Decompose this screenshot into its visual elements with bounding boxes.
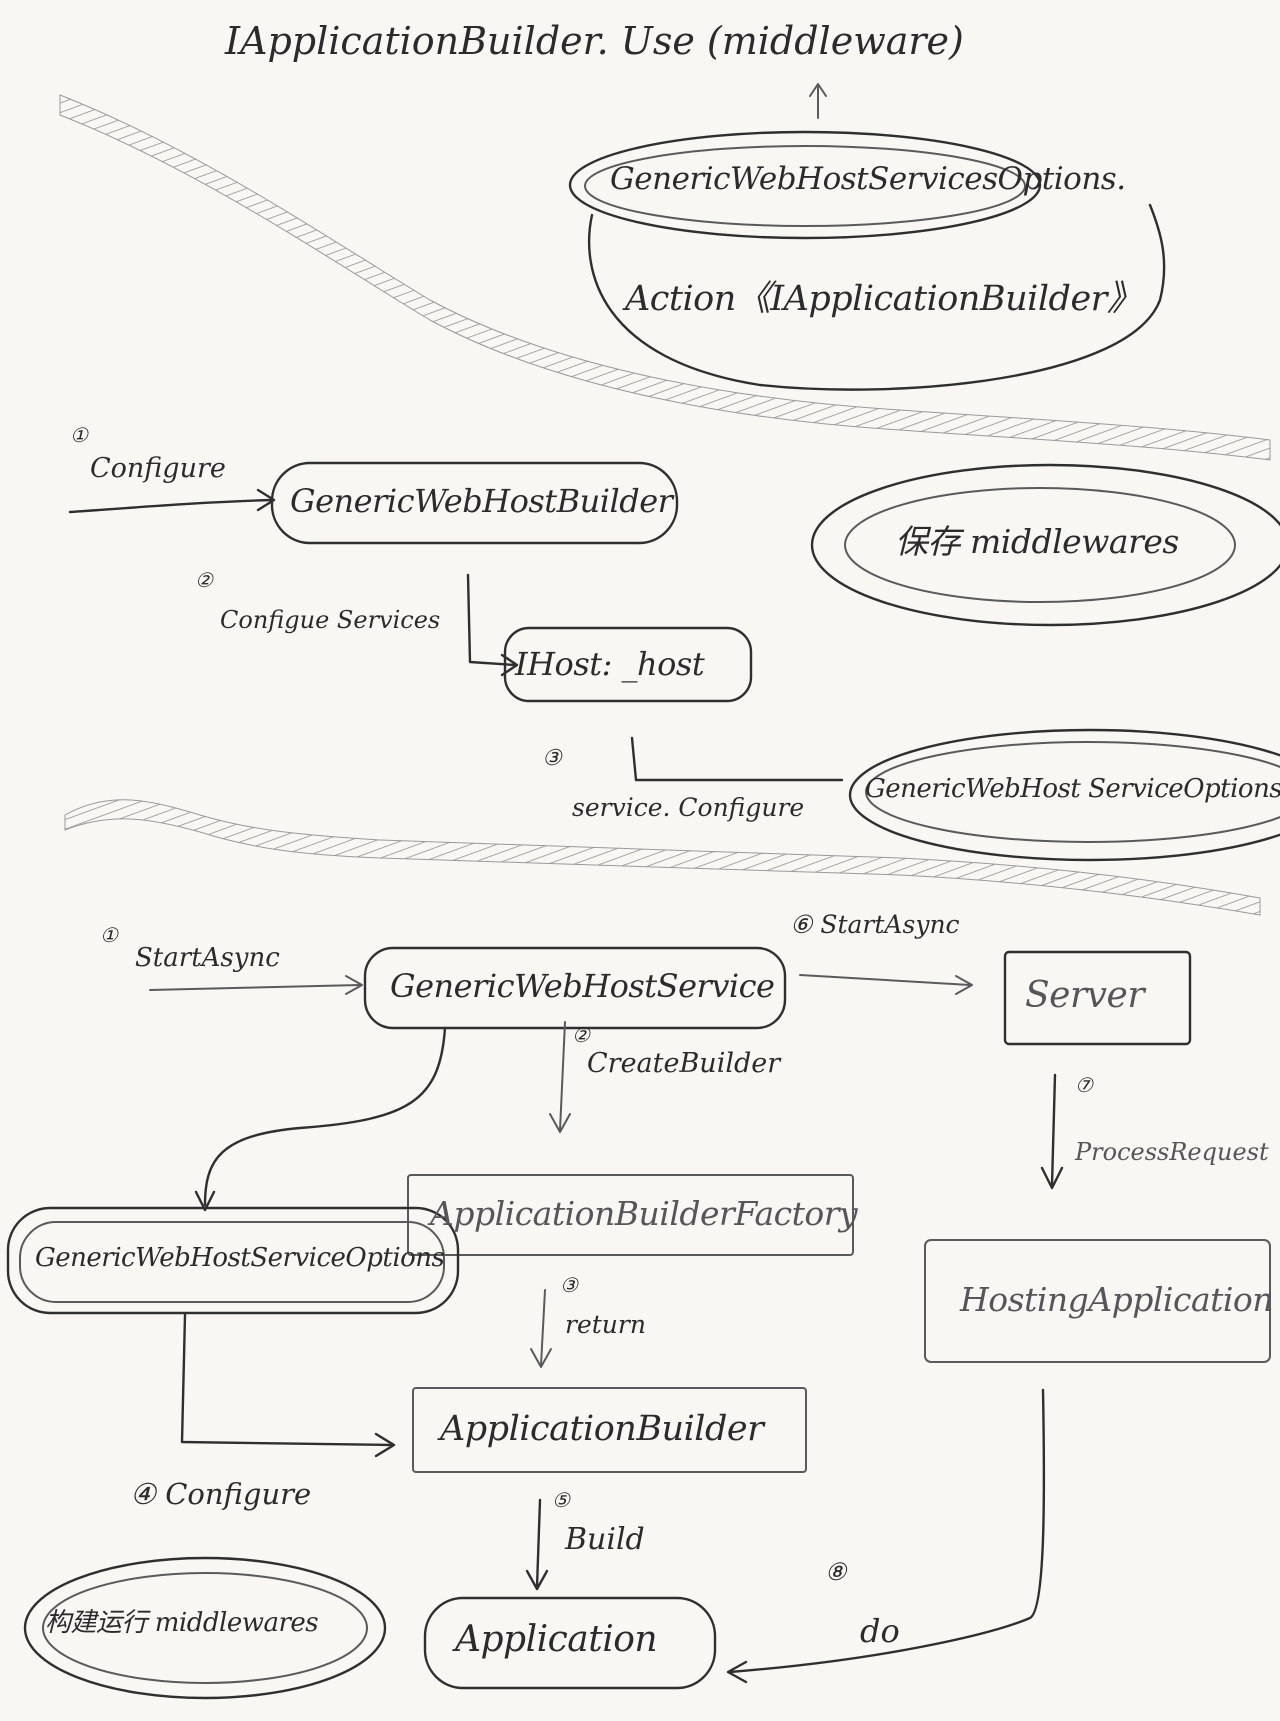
arrow-service-to-options-head [194, 1190, 216, 1212]
step2-label: Configue Services [220, 606, 441, 634]
header-use-middleware: IApplicationBuilder. Use (middleware) [225, 19, 964, 63]
note-middlewares-ellipse [810, 463, 1280, 627]
arrow-return [540, 1289, 546, 1366]
arrow-configure [68, 498, 274, 514]
action-node: Action《IApplicationBuilder》 [625, 279, 1142, 319]
service-node: GenericWebHostService [390, 967, 775, 1005]
server-node-box [1003, 950, 1192, 1046]
arrow-process-request-head [1040, 1166, 1064, 1190]
step1-label: Configure [90, 453, 226, 484]
app-builder-node-box [412, 1387, 807, 1473]
options-node-2: GenericWebHostServiceOptions [35, 1243, 445, 1273]
arrow-return-head [530, 1348, 552, 1368]
factory-node: ApplicationBuilderFactory [430, 1194, 858, 1233]
host-node-box [503, 626, 753, 703]
arrow-create-builder [559, 1021, 566, 1131]
factory-node-box [407, 1174, 854, 1256]
note-middlewares-inner [844, 487, 1236, 603]
arrow-options-configure [180, 1313, 394, 1447]
note-save-middlewares: 保存 middlewares [895, 522, 1179, 561]
s2-step8-label: do [860, 1612, 900, 1650]
arrow-do-head [726, 1660, 748, 1684]
arrow-build-head [525, 1569, 549, 1591]
arrow-configure-services-head [500, 653, 519, 677]
s2-step7-number: ⑦ [1075, 1073, 1093, 1097]
s2-step1-number: ① [100, 923, 118, 947]
server-node: Server [1025, 975, 1145, 1016]
step2-number: ② [195, 568, 213, 592]
hosting-node-box [924, 1239, 1271, 1363]
s2-step5-label: Build [565, 1522, 645, 1557]
s2-step4-label: ④ Configure [130, 1477, 312, 1511]
arrow-service-to-options [203, 1026, 447, 1207]
options-node-top: GenericWebHostServicesOptions. [610, 161, 1126, 197]
s2-step1-label: StartAsync [135, 943, 280, 973]
app-builder-node: ApplicationBuilder [440, 1409, 764, 1449]
divider-top [59, 94, 1271, 461]
arrow-process-request [1050, 1073, 1057, 1187]
note-build-middlewares-inner [42, 1572, 368, 1684]
arrow-create-builder-head [549, 1113, 571, 1133]
options-ellipse-top-inner [584, 145, 1026, 227]
builder-node: GenericWebHostBuilder [290, 482, 673, 520]
options-ellipse-1 [848, 728, 1280, 862]
s2-step8-number: ⑧ [825, 1558, 847, 1586]
arrow-start-async-server-head [955, 975, 973, 995]
note-build-middlewares-ellipse [23, 1556, 387, 1700]
arrow-options-to-use-head [809, 83, 827, 97]
s2-step3-label: return [565, 1310, 646, 1339]
arrow-start-async [149, 984, 361, 991]
options-node-box-2 [6, 1206, 460, 1315]
host-node: IHost: _host [515, 645, 705, 683]
action-container [587, 203, 1166, 391]
application-node-box [423, 1596, 717, 1690]
s2-step5-number: ⑤ [552, 1488, 570, 1512]
step3-number: ③ [542, 746, 562, 771]
arrow-service-configure [630, 736, 844, 782]
divider-middle [64, 799, 1261, 916]
s2-step2-label: CreateBuilder [587, 1048, 781, 1079]
options-node-box-2-inner [19, 1221, 445, 1303]
arrow-build [535, 1498, 542, 1589]
builder-node-box [270, 461, 679, 545]
s2-step3-number: ③ [560, 1273, 578, 1297]
options-node-1: GenericWebHost ServiceOptions [865, 774, 1280, 804]
s2-step2-number: ② [572, 1023, 590, 1047]
application-node: Application [455, 1619, 658, 1660]
arrow-configure-head [256, 488, 276, 512]
s2-step6-label: ⑥ StartAsync [790, 910, 960, 939]
options-ellipse-1-inner [865, 741, 1280, 843]
arrow-do [728, 1388, 1046, 1674]
step1-number: ① [70, 423, 88, 447]
service-node-box [363, 946, 787, 1030]
options-ellipse-top [568, 130, 1042, 240]
arrow-options-configure-head [374, 1432, 396, 1458]
note-build-run-middlewares: 构建运行 middlewares [45, 1608, 319, 1638]
arrow-start-async-server [799, 974, 971, 986]
s2-step7-label: ProcessRequest [1075, 1138, 1269, 1166]
arrow-configure-services [466, 573, 517, 667]
arrow-start-async-head [345, 975, 363, 995]
step3-label: service. Configure [572, 793, 805, 822]
hosting-node: HostingApplication [960, 1280, 1274, 1319]
